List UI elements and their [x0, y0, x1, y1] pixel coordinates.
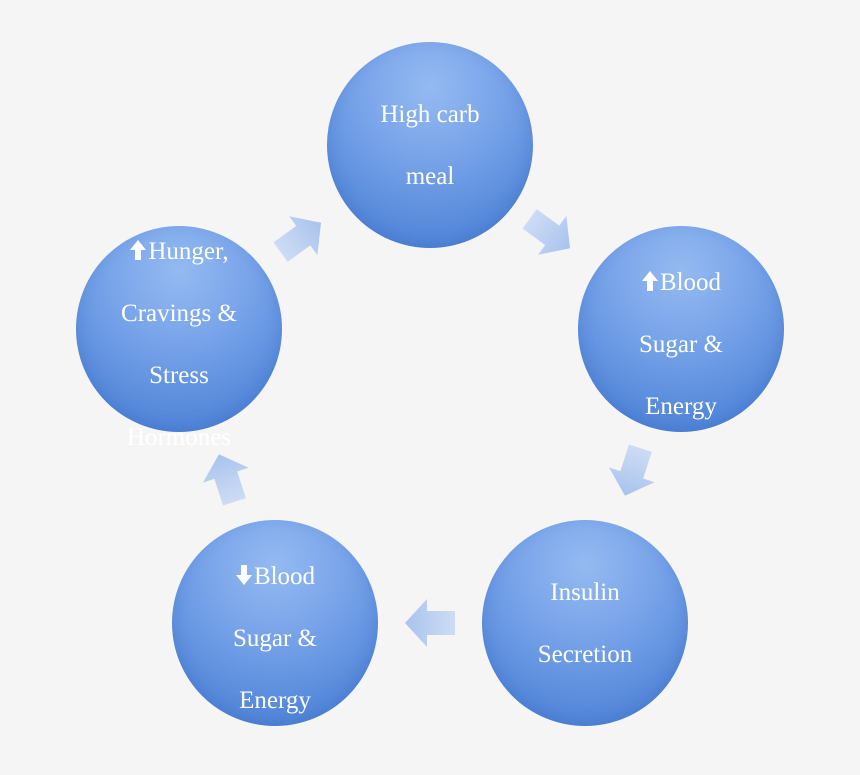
cycle-arrow-icon — [202, 454, 249, 506]
node-label: Blood Sugar & Energy — [233, 499, 317, 747]
node-label-line: Cravings & — [121, 300, 237, 327]
node-insulin-secretion: Insulin Secretion — [482, 520, 688, 726]
node-high-carb-meal: High carb meal — [327, 42, 533, 248]
cycle-arrow-icon — [273, 216, 322, 262]
down-arrow-icon — [235, 565, 252, 585]
node-label: Insulin Secretion — [538, 546, 632, 701]
node-label-line: Energy — [645, 393, 717, 420]
node-label: Blood Sugar & Energy — [639, 205, 723, 453]
up-arrow-icon — [641, 271, 658, 291]
node-hunger-cravings: Hunger, Cravings & Stress Hormones — [76, 226, 282, 451]
node-label-line: Hunger, — [148, 238, 229, 265]
cycle-arrow-icon — [608, 444, 655, 496]
node-blood-sugar-up: Blood Sugar & Energy — [578, 226, 784, 432]
node-label: Hunger, Cravings & Stress Hormones — [121, 174, 237, 484]
node-label-line: Insulin — [550, 578, 620, 606]
cycle-arrow-icon — [522, 209, 571, 255]
up-arrow-icon — [130, 240, 147, 260]
node-label-line: Secretion — [537, 640, 633, 668]
node-label-line: meal — [405, 162, 455, 190]
node-label-line: Blood — [659, 269, 722, 296]
node-label-line: High carb — [380, 100, 480, 128]
node-label-line: Hormones — [126, 424, 232, 451]
node-label-line: Blood — [253, 563, 316, 590]
node-blood-sugar-down: Blood Sugar & Energy — [172, 520, 378, 726]
cycle-arrow-icon — [405, 599, 455, 647]
node-label-line: Stress — [149, 362, 209, 389]
node-label-line: Sugar & — [638, 331, 724, 358]
node-label-line: Sugar & — [232, 625, 318, 652]
node-label: High carb meal — [380, 68, 479, 223]
node-label-line: Energy — [239, 687, 311, 714]
